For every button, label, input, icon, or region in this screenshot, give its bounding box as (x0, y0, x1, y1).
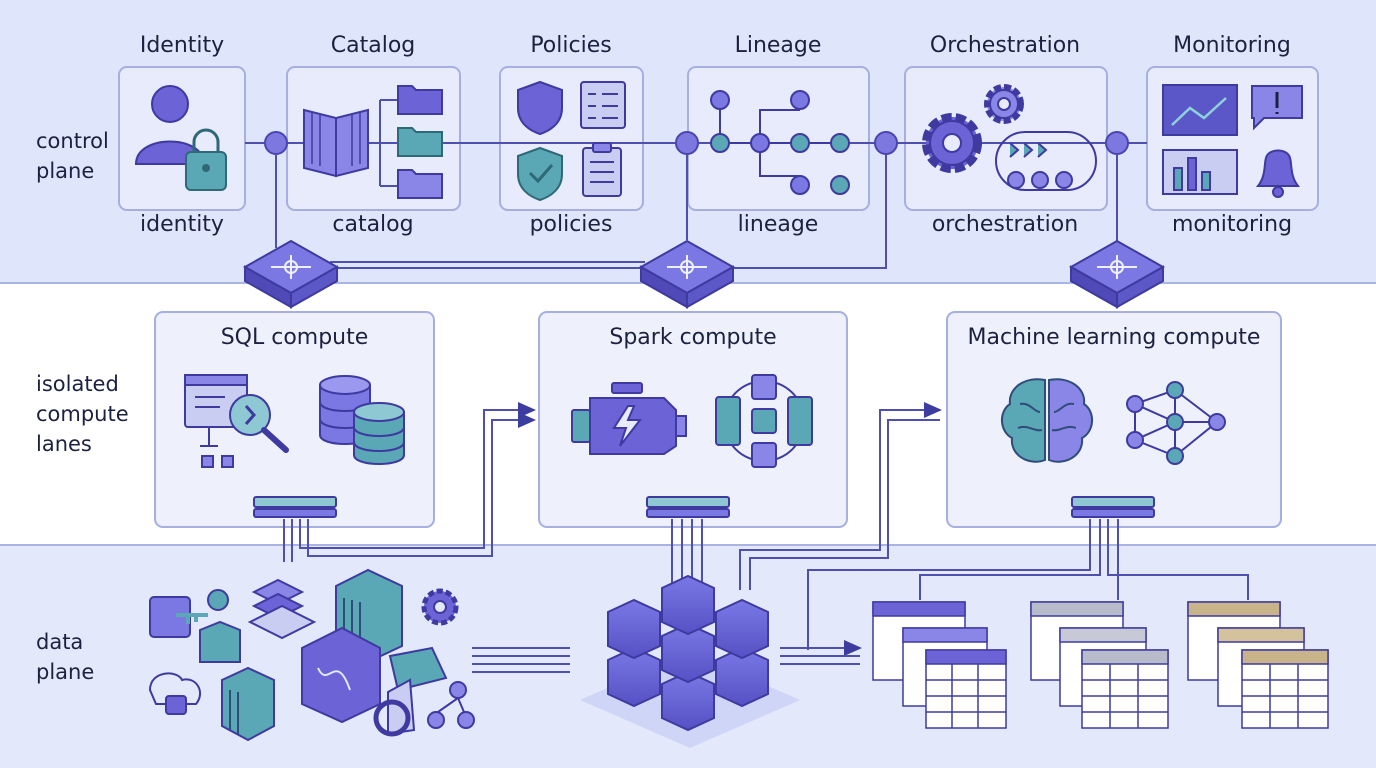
user-lock-icon (134, 85, 227, 191)
sql-compute-title: SQL compute (220, 325, 369, 350)
ml-compute-card[interactable] (946, 311, 1282, 528)
tables-group-purple (872, 601, 1007, 729)
identity-caption: identity (140, 212, 224, 237)
distributed-storage-cubes-icon (580, 574, 800, 748)
network-switch-icon (638, 239, 736, 309)
lineage-caption: lineage (737, 212, 819, 237)
spark-compute-title: Spark compute (609, 325, 777, 350)
data-plane-label: data plane (36, 630, 95, 684)
brain-icon (1001, 378, 1093, 463)
book-folders-icon (303, 85, 443, 199)
orchestration-title: Orchestration (929, 33, 1081, 58)
tables-group-gold (1187, 601, 1329, 729)
catalog-caption: catalog (332, 212, 414, 237)
network-switch-icon (242, 239, 340, 309)
lineage-title: Lineage (734, 33, 822, 58)
database-icon (319, 375, 405, 465)
chart-alert-bell-icon (1162, 84, 1303, 198)
neural-network-icon (1126, 381, 1226, 465)
network-switch-icon (1068, 239, 1166, 309)
orchestration-caption: orchestration (931, 212, 1079, 237)
tables-group-gray (1030, 601, 1169, 729)
compute-lanes-label: isolated compute lanes (36, 372, 129, 456)
policies-title: Policies (530, 33, 612, 58)
control-plane-label: control plane (36, 129, 109, 183)
identity-title: Identity (139, 33, 225, 58)
gears-pipeline-icon (922, 84, 1097, 191)
monitoring-title: Monitoring (1173, 33, 1291, 58)
data-sources-cluster (148, 568, 475, 742)
catalog-title: Catalog (330, 33, 416, 58)
policies-caption: policies (529, 212, 613, 237)
cluster-icon (715, 374, 813, 468)
query-browser-icon (184, 374, 289, 468)
monitoring-caption: monitoring (1171, 212, 1293, 237)
shield-checklist-icon (517, 80, 626, 202)
sql-compute-card[interactable] (154, 311, 435, 528)
graph-tree-icon (710, 90, 850, 195)
ml-compute-title: Machine learning compute (967, 325, 1261, 350)
engine-icon (571, 382, 687, 455)
